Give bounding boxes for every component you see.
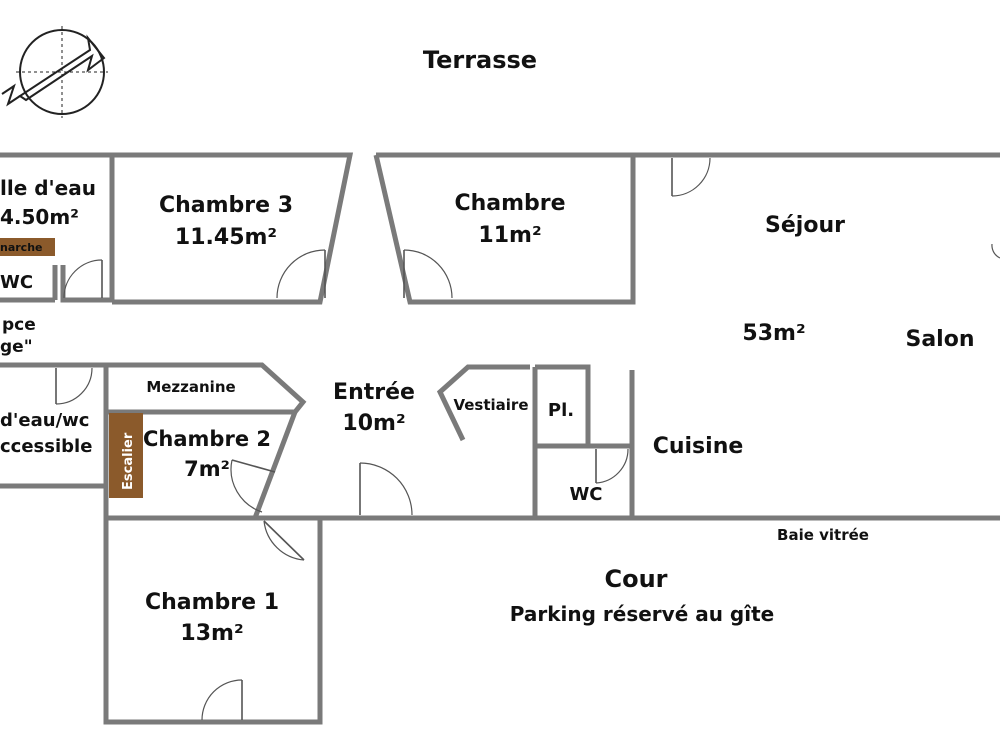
escalier-label: Escalier (121, 432, 136, 490)
door-sejour[interactable] (671, 157, 711, 197)
wc-right-label: WC (569, 484, 602, 505)
chambre-1-area: 13m² (180, 621, 243, 646)
placard-label: Pl. (548, 400, 574, 421)
entree-area: 10m² (342, 411, 405, 436)
door-chambre[interactable] (403, 249, 453, 299)
doors (55, 157, 1000, 721)
staircase (109, 413, 143, 498)
parking-label: Parking réservé au gîte (510, 602, 774, 626)
salle-eau-wc-label-2: ccessible (0, 436, 92, 457)
mezzanine-label: Mezzanine (146, 378, 235, 396)
espace-label-2: ge" (0, 337, 33, 357)
door-chambre-3[interactable] (276, 249, 326, 299)
marche-step (0, 238, 55, 256)
door-chambre-1-top[interactable] (263, 520, 305, 561)
cour-label: Cour (604, 565, 667, 593)
chambre-3-label: Chambre 3 (159, 193, 293, 218)
door-entree[interactable] (359, 462, 413, 516)
north-arrow-icon (1, 26, 108, 118)
chambre-1-label: Chambre 1 (145, 590, 279, 615)
cuisine-label: Cuisine (653, 434, 744, 459)
espace-label-1: pce (2, 315, 36, 335)
chambre-3-area: 11.45m² (175, 225, 277, 250)
chambre-label: Chambre (454, 191, 565, 216)
chambre-2-label: Chambre 2 (143, 427, 271, 451)
walls (0, 152, 1000, 725)
wc-left-label: WC (0, 272, 33, 293)
door-wc-left[interactable] (63, 259, 103, 299)
chambre-area: 11m² (478, 223, 541, 248)
marche-label: narche (0, 241, 43, 254)
sejour-label: Séjour (765, 213, 845, 238)
salle-eau-wc-label-1: d'eau/wc (0, 410, 89, 431)
chambre-2-area: 7m² (184, 457, 230, 481)
vestiaire-label: Vestiaire (453, 396, 528, 414)
salle-eau-label: lle d'eau (0, 176, 96, 200)
salle-eau-area: 4.50m² (0, 205, 79, 229)
door-salle-eau-wc[interactable] (55, 367, 93, 405)
door-chambre-1-bottom[interactable] (201, 679, 243, 721)
door-chambre-2[interactable] (230, 459, 276, 513)
door-wc-right[interactable] (595, 448, 629, 484)
salon-label: Salon (905, 327, 974, 352)
door-salon[interactable] (991, 243, 1000, 259)
entree-label: Entrée (333, 380, 415, 405)
baie-vitree-label: Baie vitrée (777, 526, 869, 544)
sejour-area: 53m² (742, 321, 805, 346)
terrasse-label: Terrasse (423, 46, 537, 74)
